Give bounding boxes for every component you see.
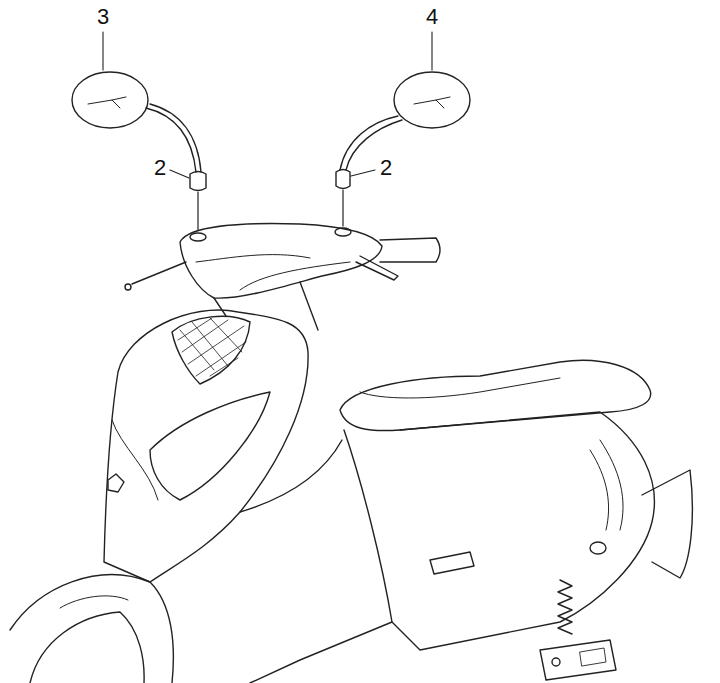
seat-seam: [360, 378, 560, 398]
rear-body: [392, 412, 654, 650]
mount-stud: [342, 190, 343, 226]
case-grille: [580, 648, 606, 666]
brake-lever: [356, 256, 398, 280]
engine-case: [540, 640, 616, 680]
floor-edge: [240, 440, 342, 512]
mirror-glint: [414, 97, 450, 108]
scooter-body: [240, 360, 692, 683]
lever-end: [125, 284, 131, 290]
callout-number: 3: [97, 6, 109, 28]
handlebar: [125, 224, 440, 299]
grip: [380, 238, 440, 262]
shield-outline: [104, 310, 308, 582]
mirror-stem: [346, 120, 402, 170]
callout-number: 2: [154, 157, 166, 179]
leader-line: [170, 170, 189, 178]
fender-outline: [10, 575, 173, 683]
leader-lines: [103, 32, 432, 178]
mirror-fitting: [190, 172, 206, 191]
mirror-hole: [190, 233, 206, 241]
left-mirror: [72, 72, 206, 230]
body-front-edge: [250, 430, 392, 683]
badge: [108, 474, 124, 492]
shield-panel: [150, 392, 270, 500]
leader-line: [102, 32, 103, 70]
fender-inner: [30, 612, 144, 683]
grille: [172, 316, 250, 384]
handlebar-cover: [180, 224, 382, 299]
leader-line: [351, 170, 375, 176]
mirror-glint: [88, 97, 126, 108]
leader-line: [431, 32, 432, 70]
shock-spring: [558, 580, 572, 634]
shield-contour: [112, 420, 158, 500]
right-mirror: [336, 72, 470, 226]
grille-mesh: [178, 318, 246, 376]
side-stripe: [590, 440, 623, 530]
side-vent: [430, 552, 474, 574]
front-fender: [10, 575, 173, 683]
fender-detail: [60, 596, 128, 608]
callout-number: 4: [426, 6, 438, 28]
brake-lever: [132, 262, 186, 284]
mirror-fitting: [336, 170, 350, 189]
front-shield: [104, 282, 318, 582]
steering-column: [214, 282, 318, 330]
tail-detail: [590, 542, 606, 554]
mount-stud: [197, 192, 198, 230]
rear-fender: [642, 470, 692, 578]
mirror-head: [72, 72, 148, 128]
mirror-hole: [335, 228, 351, 236]
mirror-head: [394, 72, 470, 128]
callout-number: 2: [380, 157, 392, 179]
seat: [340, 360, 651, 430]
mirror-stem: [146, 108, 196, 172]
cover-detail: [196, 255, 350, 290]
case-bolt: [552, 658, 560, 666]
